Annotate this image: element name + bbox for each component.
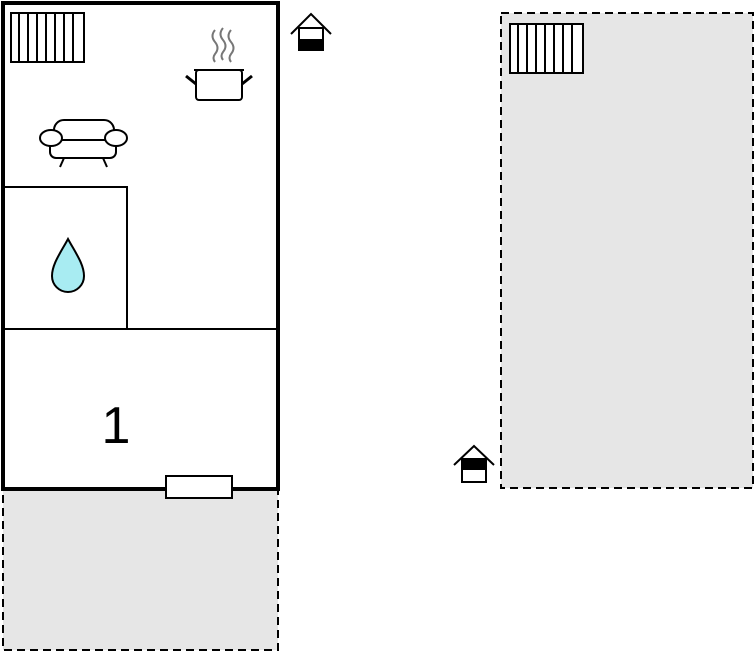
entrance-icon bbox=[290, 12, 332, 51]
cooking-pot-icon bbox=[185, 27, 253, 101]
bathroom bbox=[2, 186, 128, 330]
water-drop-icon bbox=[50, 236, 86, 293]
radiator-icon bbox=[10, 12, 85, 63]
radiator-icon bbox=[509, 23, 584, 74]
sofa-icon bbox=[39, 119, 128, 168]
room-number: 1 bbox=[102, 397, 131, 455]
outdoor-area-bottom bbox=[2, 488, 279, 651]
entrance-icon bbox=[453, 444, 495, 483]
door bbox=[165, 475, 233, 499]
outdoor-area-right bbox=[500, 12, 754, 489]
